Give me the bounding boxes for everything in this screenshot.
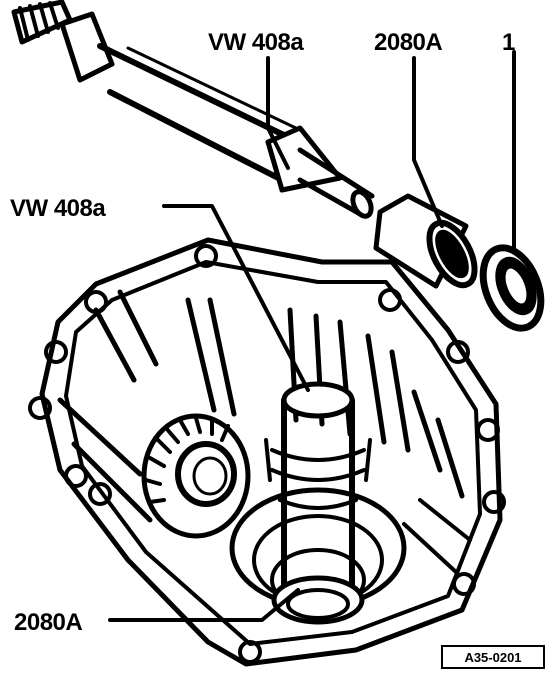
- label-sleeve-bottom: 2080A: [14, 609, 82, 636]
- figure-reference-text: A35-0201: [464, 650, 521, 665]
- label-tool-left: VW 408a: [10, 195, 106, 222]
- tool-shaft-top: [11, 0, 375, 219]
- figure-reference: A35-0201: [441, 645, 545, 669]
- label-part-number: 1: [502, 29, 515, 56]
- tool-shaft-installed: [264, 381, 372, 625]
- leader-lines: [108, 50, 516, 622]
- leader-sleeve-bottom: [108, 588, 300, 622]
- label-sleeve-top: 2080A: [374, 29, 442, 56]
- leader-sleeve-top: [412, 56, 444, 228]
- label-tool-top: VW 408a: [208, 29, 304, 56]
- leader-tool-left: [162, 204, 310, 392]
- bearing-part-1: [479, 244, 545, 332]
- leader-tool-top: [266, 56, 290, 170]
- sleeve-2080a-top: [373, 193, 478, 289]
